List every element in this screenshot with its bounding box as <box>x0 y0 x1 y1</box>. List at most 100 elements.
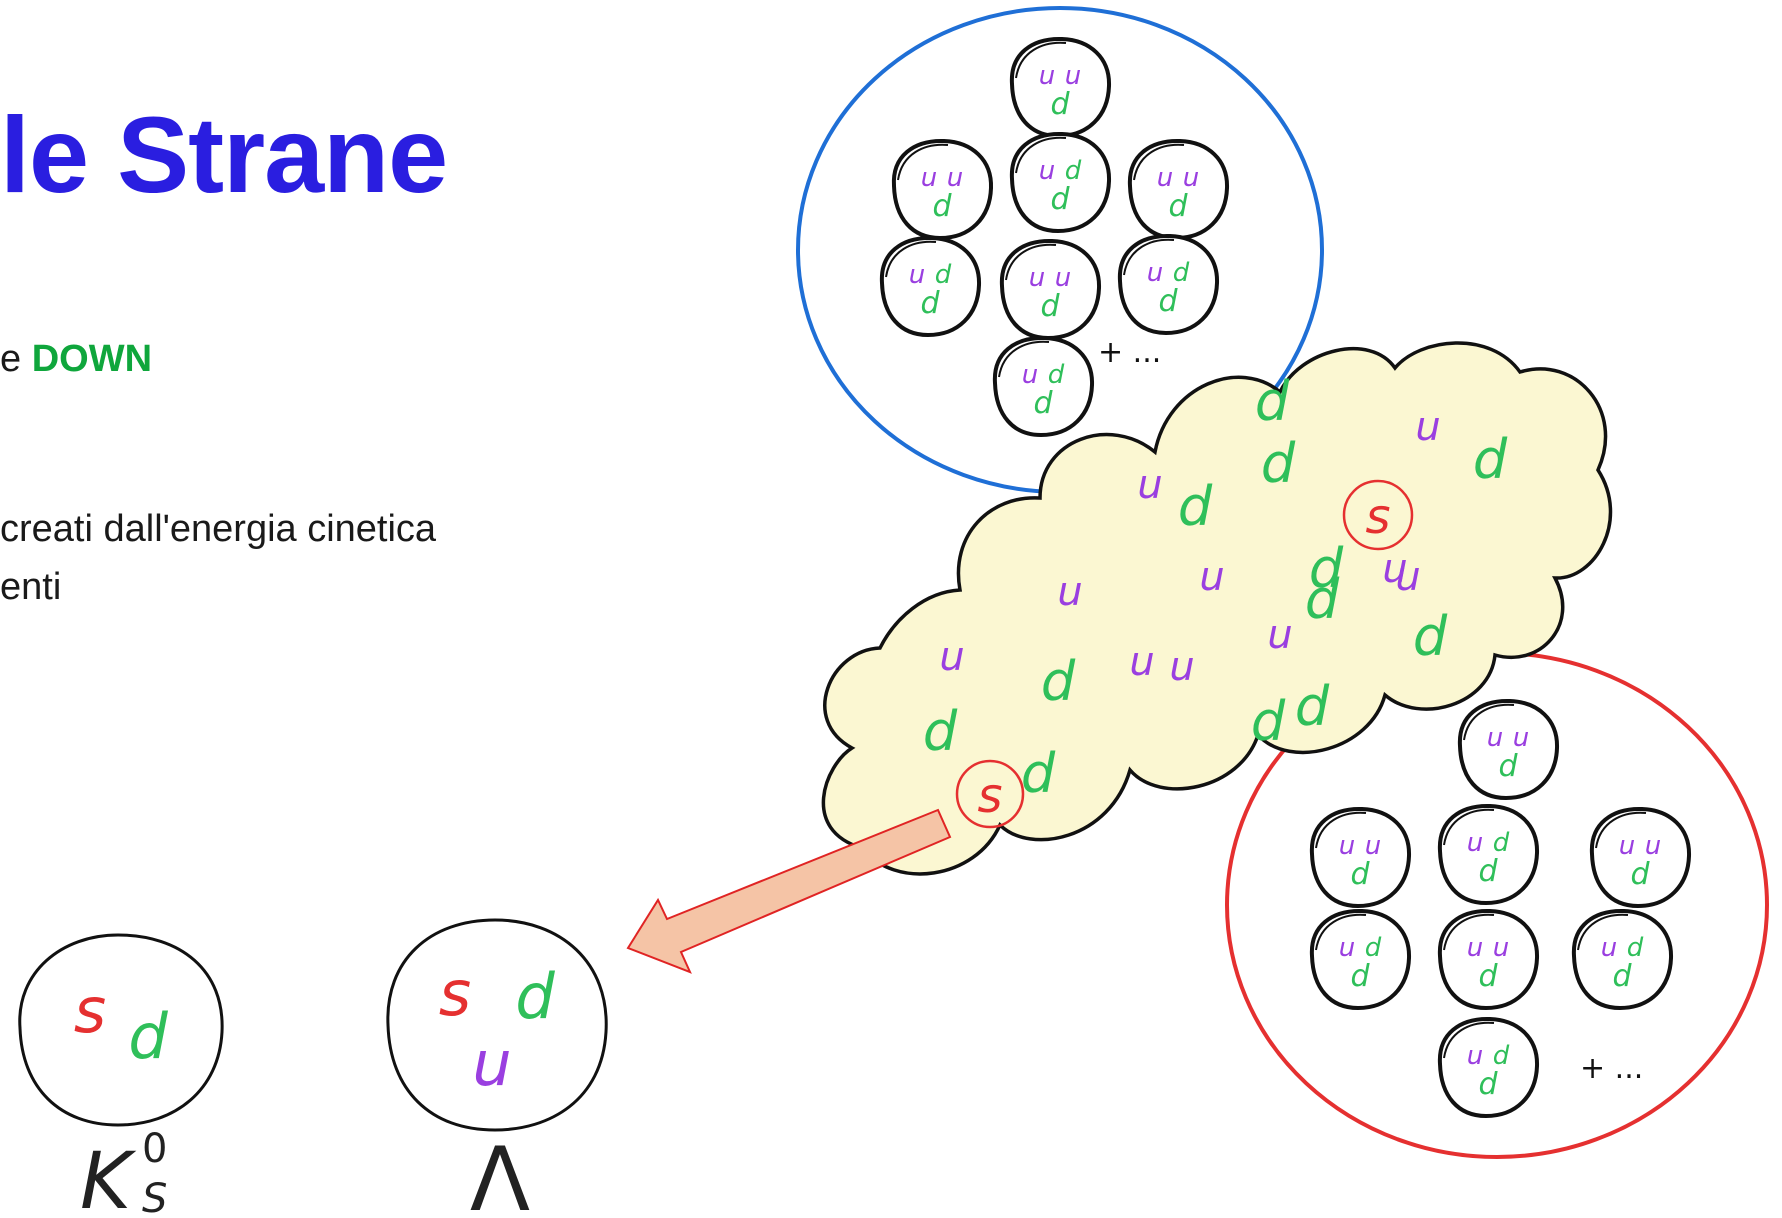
strange-quark-ring-lower <box>955 759 1025 829</box>
kaon-label: K <box>80 1137 137 1218</box>
text-prefix: e <box>0 338 32 380</box>
down-quark: d <box>1050 182 1070 217</box>
down-quark: d <box>932 189 952 224</box>
lambda-particle: s d u <box>386 918 608 1132</box>
plasma-up-quark: u <box>1415 404 1440 450</box>
down-quark: d <box>1493 828 1510 858</box>
down-quark: d <box>920 286 940 321</box>
plasma-up-quark: u <box>1169 644 1194 690</box>
lambda-quark-s: s <box>439 957 471 1030</box>
down-quark: d <box>1158 284 1178 319</box>
quark-gluon-cloud <box>821 341 1613 876</box>
up-quark: u <box>1039 156 1055 186</box>
kaon-quark-d: d <box>128 1000 168 1073</box>
plasma-down-quark: d <box>1255 370 1290 433</box>
down-quark: d <box>1612 959 1632 994</box>
down-quark: d <box>1350 857 1370 892</box>
plasma-down-quark: d <box>1309 537 1344 600</box>
up-quark: u <box>1487 723 1503 753</box>
plasma-down-quark: d <box>1413 605 1448 668</box>
up-quark: u <box>1029 263 1045 293</box>
down-quark: d <box>1478 959 1498 994</box>
down-quark: d <box>1173 258 1190 288</box>
text-line-quark-types: e DOWN <box>0 338 152 381</box>
down-quark: d <box>1498 749 1518 784</box>
up-quark: u <box>1513 723 1529 753</box>
up-quark: u <box>1055 263 1071 293</box>
kaon-particle: s d <box>18 933 224 1127</box>
strange-quark-ring-upper <box>1342 479 1414 551</box>
up-quark: u <box>1339 933 1355 963</box>
up-quark: u <box>1147 258 1163 288</box>
kaon-superscript: 0 <box>142 1126 167 1172</box>
up-quark: u <box>1467 828 1483 858</box>
down-quark: d <box>1478 854 1498 889</box>
down-quark: d <box>1050 87 1070 122</box>
plasma-down-quark: d <box>1473 428 1508 491</box>
up-quark: u <box>1645 831 1661 861</box>
up-quark: u <box>1022 360 1038 390</box>
plasma-up-quark: u <box>1137 462 1162 508</box>
up-quark: u <box>1339 831 1355 861</box>
up-quark: u <box>1157 163 1173 193</box>
down-quark: d <box>1350 959 1370 994</box>
plasma-up-quark: u <box>1199 554 1224 600</box>
plasma-up-quark: u <box>1395 554 1420 600</box>
slide-title: le Strane <box>0 94 448 215</box>
up-quark: u <box>1065 61 1081 91</box>
down-quark: d <box>1048 360 1065 390</box>
plasma-up-quark: u <box>1267 612 1292 658</box>
plasma-down-quark: d <box>1021 742 1056 805</box>
up-quark: u <box>947 163 963 193</box>
down-quark: d <box>1630 857 1650 892</box>
plasma-down-quark: d <box>1178 475 1213 538</box>
plasma-down-quark: d <box>923 700 958 763</box>
up-quark: u <box>1467 1041 1483 1071</box>
up-quark: u <box>1039 61 1055 91</box>
text-line-continuation: enti <box>0 566 62 608</box>
down-quark: d <box>1365 933 1382 963</box>
up-quark: u <box>1467 933 1483 963</box>
down-quark: d <box>1168 189 1188 224</box>
strange-quark-lower: s <box>977 768 1002 824</box>
plasma-down-quark: d <box>1305 568 1340 631</box>
top-nucleus-ellipsis: + ... <box>1098 335 1161 370</box>
down-quark: d <box>935 260 952 290</box>
up-quark: u <box>1493 933 1509 963</box>
plasma-up-quark: u <box>939 634 964 680</box>
plasma-down-quark: d <box>1251 690 1286 753</box>
down-quark: d <box>1040 289 1060 324</box>
kaon-subscript: S <box>142 1176 167 1218</box>
lambda-quark-d: d <box>515 960 555 1033</box>
down-quark: d <box>1493 1041 1510 1071</box>
down-quark: d <box>1478 1067 1498 1102</box>
plasma-up-quark: u <box>1057 569 1082 615</box>
strange-quark-upper: s <box>1365 489 1390 545</box>
lambda-quark-u: u <box>472 1027 511 1100</box>
up-quark: u <box>1601 933 1617 963</box>
up-quark: u <box>909 260 925 290</box>
up-quark: u <box>1183 163 1199 193</box>
plasma-down-quark: d <box>1295 675 1330 738</box>
kaon-quark-s: s <box>74 974 106 1047</box>
up-quark: u <box>1619 831 1635 861</box>
